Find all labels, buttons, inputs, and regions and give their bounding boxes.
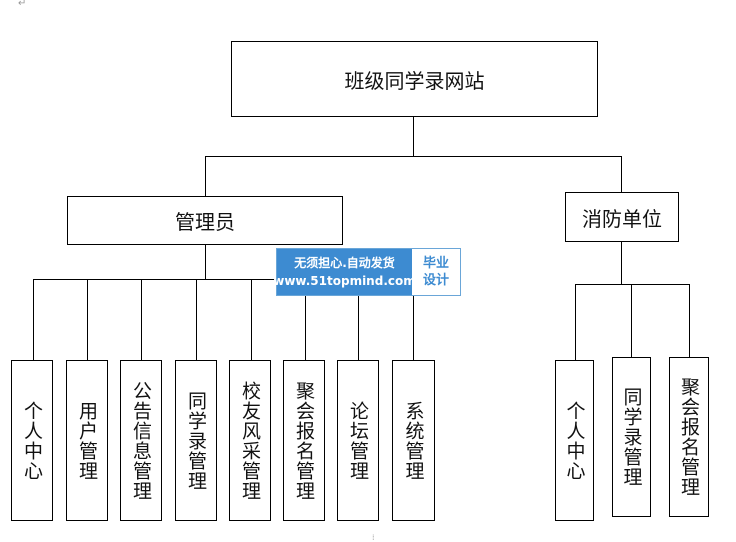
watermark-url: www.51topmind.com — [273, 274, 416, 288]
admin-child-notice-management: 公告信息管理 — [120, 360, 162, 521]
fire-child-label: 个人中心 — [563, 400, 586, 481]
connector-admin-child-3 — [141, 279, 142, 360]
admin-child-label: 同学录管理 — [185, 390, 207, 491]
connector-fire-horizontal — [575, 284, 690, 285]
fire-child-party-signup-management: 聚会报名管理 — [669, 357, 709, 517]
connector-root-down — [413, 116, 414, 157]
connector-admin-down — [205, 245, 206, 280]
watermark-text-panel: 无须担心.自动发货 www.51topmind.com — [273, 249, 416, 295]
watermark-badge-line1: 毕业 — [422, 256, 449, 271]
watermark-banner: 无须担心.自动发货 www.51topmind.com 毕业 设计 — [273, 248, 461, 296]
fire-child-label: 聚会报名管理 — [678, 377, 700, 497]
admin-child-label: 系统管理 — [402, 400, 425, 481]
connector-fire-down — [621, 242, 622, 285]
admin-child-label: 个人中心 — [21, 400, 43, 481]
admin-child-classmate-management: 同学录管理 — [175, 360, 217, 521]
branch-label-admin: 管理员 — [175, 210, 235, 234]
fire-child-personal-center: 个人中心 — [555, 360, 594, 521]
admin-child-personal-center: 个人中心 — [11, 360, 53, 521]
branch-label-fire-unit: 消防单位 — [582, 206, 662, 231]
connector-to-admin — [205, 156, 206, 196]
connector-admin-child-1 — [33, 279, 34, 360]
admin-child-label: 校友风采管理 — [239, 380, 261, 501]
connector-admin-child-5 — [251, 279, 252, 360]
corner-mark: ↵ — [18, 0, 27, 9]
root-node: 班级同学录网站 — [231, 41, 598, 117]
admin-child-forum-management: 论坛管理 — [337, 360, 379, 521]
watermark-slogan: 无须担心.自动发货 — [294, 256, 395, 270]
fire-child-classmate-management: 同学录管理 — [612, 357, 651, 517]
admin-child-label: 用户管理 — [76, 400, 98, 481]
admin-child-system-management: 系统管理 — [392, 360, 435, 521]
fire-child-label: 同学录管理 — [620, 387, 643, 487]
watermark-badge-line2: 设计 — [422, 273, 449, 288]
root-label: 班级同学录网站 — [344, 68, 485, 93]
connector-top-horizontal — [205, 156, 622, 157]
watermark-badge: 毕业 设计 — [412, 249, 460, 295]
connector-to-fire-unit — [621, 156, 622, 192]
branch-node-admin: 管理员 — [67, 196, 343, 245]
connector-fire-child-2 — [631, 284, 632, 357]
admin-child-label: 论坛管理 — [347, 400, 369, 481]
connector-fire-child-1 — [575, 284, 576, 360]
admin-child-label: 公告信息管理 — [130, 380, 152, 501]
bottom-mark: ⁞ — [372, 533, 375, 542]
connector-admin-child-4 — [196, 279, 197, 360]
connector-admin-child-2 — [87, 279, 88, 360]
connector-fire-child-3 — [689, 284, 690, 357]
branch-node-fire-unit: 消防单位 — [565, 192, 679, 242]
connector-admin-child-8 — [413, 279, 414, 360]
connector-admin-horizontal — [33, 279, 413, 280]
admin-child-label: 聚会报名管理 — [293, 380, 315, 501]
admin-child-alumni-management: 校友风采管理 — [229, 360, 271, 521]
admin-child-user-management: 用户管理 — [66, 360, 108, 521]
admin-child-party-signup-management: 聚会报名管理 — [283, 360, 325, 521]
connector-admin-child-7 — [358, 279, 359, 360]
connector-admin-child-6 — [305, 279, 306, 360]
